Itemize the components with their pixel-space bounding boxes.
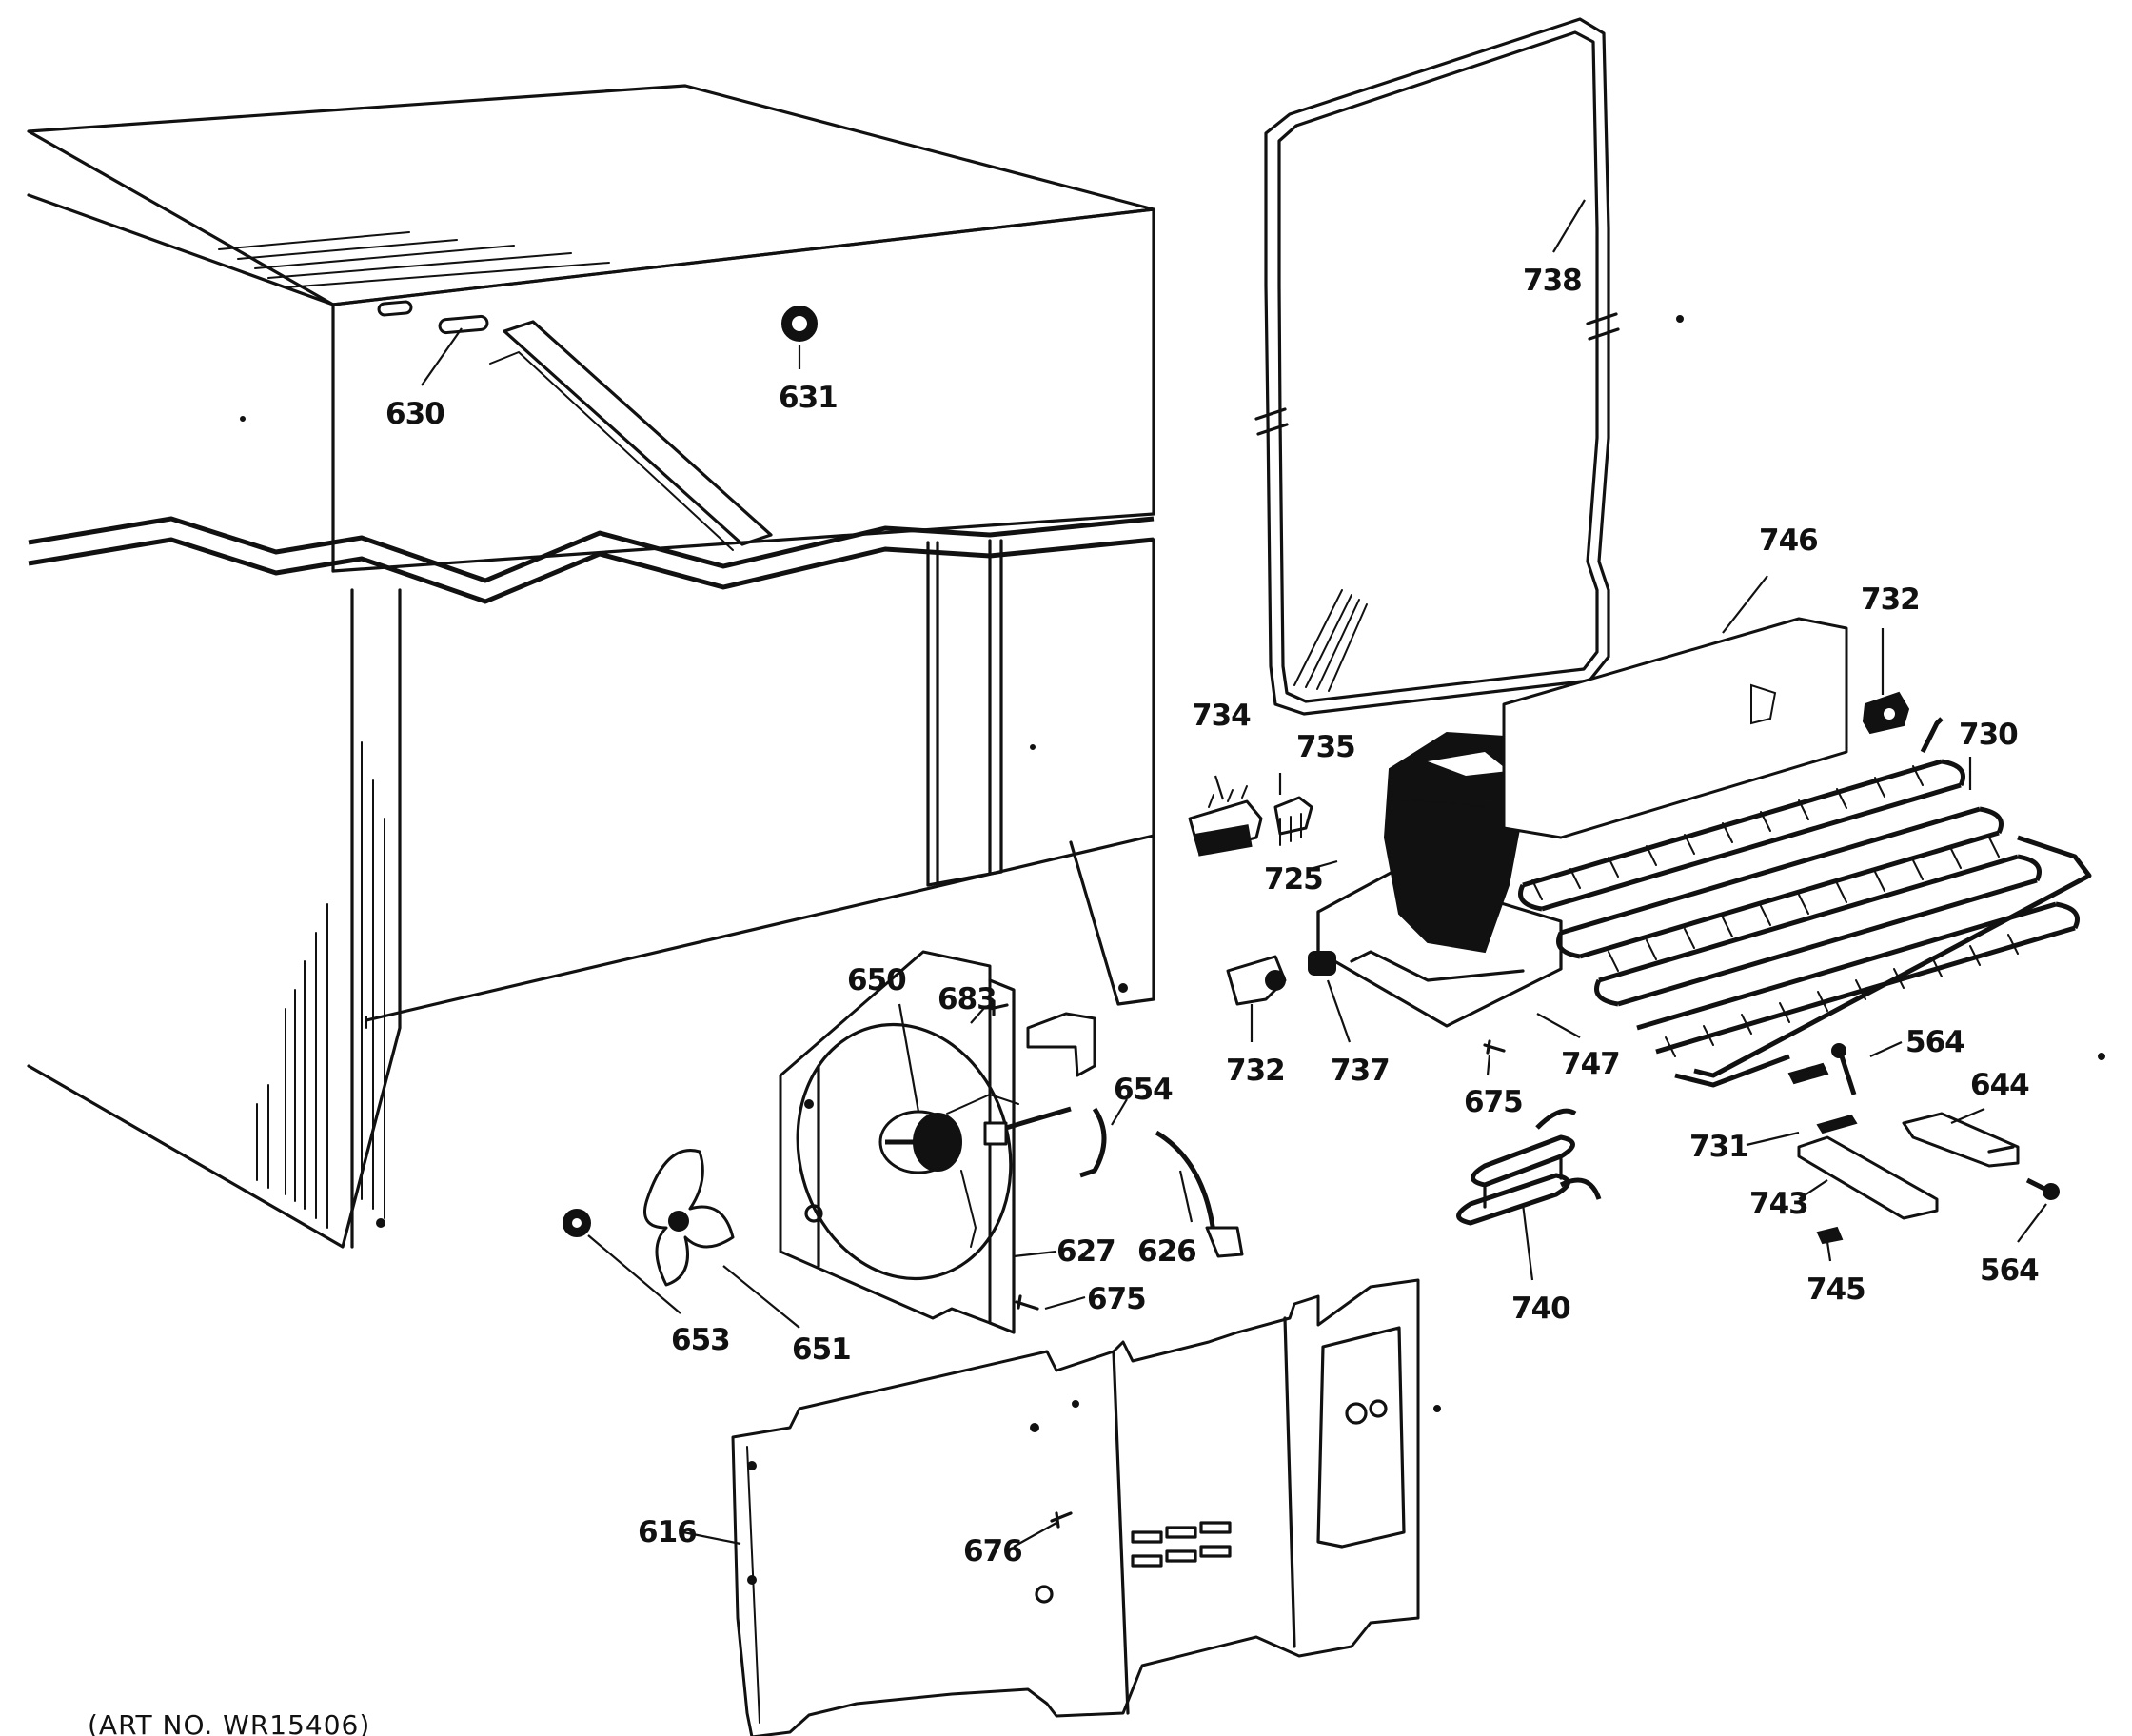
callout-675-left: 675	[1087, 1282, 1146, 1316]
part-callouts: 630 631 738 746 732 730 734 735 725 732 …	[385, 264, 2040, 1568]
bracket-parts	[983, 999, 1244, 1311]
callout-737: 737	[1331, 1054, 1390, 1088]
callout-747: 747	[1561, 1047, 1620, 1081]
callout-730: 730	[1959, 718, 2018, 752]
callout-732-upper: 732	[1861, 582, 1920, 617]
cabinet-body	[27, 84, 1155, 1249]
callout-631: 631	[779, 381, 838, 415]
callout-676: 676	[963, 1534, 1022, 1568]
nut-745	[1816, 1226, 1844, 1245]
callout-683: 683	[938, 982, 997, 1016]
clip-731	[1816, 1114, 1858, 1134]
art-number-caption: (ART NO. WR15406)	[88, 1709, 370, 1736]
bracket-644	[1902, 1112, 2020, 1168]
callout-734: 734	[1192, 699, 1251, 733]
fan-blade-651	[643, 1149, 735, 1287]
callout-627: 627	[1056, 1234, 1115, 1269]
screw-564-a	[1831, 1043, 1857, 1095]
grommet-737	[1308, 951, 1336, 976]
callout-616: 616	[638, 1515, 697, 1549]
callout-746: 746	[1759, 523, 1818, 558]
bracket-732-lower	[1226, 955, 1287, 1006]
callout-653: 653	[671, 1323, 730, 1357]
strap-743	[1797, 1135, 1939, 1220]
callout-654: 654	[1114, 1073, 1173, 1107]
callout-735: 735	[1296, 730, 1355, 764]
leader-lines	[421, 199, 2047, 1548]
callout-740: 740	[1511, 1292, 1570, 1326]
condenser-coils	[1518, 717, 2092, 1088]
callout-650: 650	[847, 963, 906, 997]
callout-626: 626	[1137, 1234, 1196, 1269]
callout-732-lower: 732	[1226, 1054, 1285, 1088]
door-gasket	[1254, 17, 1620, 716]
overload-735	[1273, 796, 1313, 846]
callout-564-upper: 564	[1905, 1025, 1964, 1059]
screw-675-right	[1483, 1039, 1506, 1055]
callout-675-right: 675	[1464, 1085, 1523, 1119]
callout-745: 745	[1806, 1272, 1866, 1307]
clamp-740	[1456, 1108, 1602, 1226]
back-panel-616	[731, 1278, 1420, 1736]
callout-738: 738	[1523, 264, 1582, 298]
callout-651: 651	[792, 1332, 851, 1367]
callout-731: 731	[1689, 1130, 1748, 1164]
callout-725: 725	[1264, 862, 1323, 897]
nut-653	[563, 1209, 591, 1237]
screw-564-b	[2025, 1177, 2060, 1200]
callout-564-lower: 564	[1980, 1253, 2039, 1288]
callout-630: 630	[385, 397, 444, 431]
relay-734	[1188, 785, 1263, 857]
callout-644: 644	[1970, 1068, 2029, 1102]
compressor-condenser-assembly	[1316, 617, 2092, 1088]
callout-743: 743	[1749, 1187, 1808, 1221]
